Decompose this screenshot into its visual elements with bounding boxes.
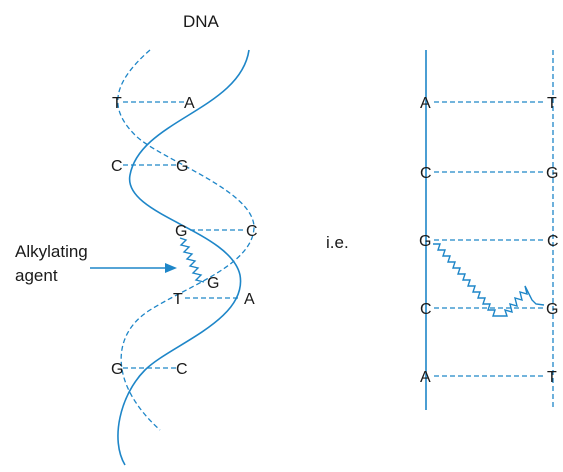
ladder-base-right: C — [547, 233, 559, 250]
agent-label-line1: Alkylating — [15, 242, 88, 261]
helix-alkylated-base: G — [207, 275, 219, 292]
ie-label: i.e. — [326, 233, 349, 252]
ladder-base-right: T — [547, 369, 557, 386]
helix-base-left: G — [175, 223, 187, 240]
ladder-crosslink-zigzag — [433, 243, 500, 317]
ladder-base-left: C — [420, 165, 432, 182]
ladder-base-left: A — [420, 369, 431, 386]
ladder-base-left: A — [420, 95, 431, 112]
helix-crosslink-zigzag — [179, 237, 205, 283]
ladder-base-left: G — [419, 233, 431, 250]
helix-base-right: A — [184, 95, 195, 112]
diagram-title: DNA — [183, 12, 220, 31]
helix-base-right: A — [244, 291, 255, 308]
helix-base-left: T — [112, 95, 122, 112]
ladder-crosslink-zigzag-tail — [500, 285, 545, 317]
helix-base-right: G — [176, 158, 188, 175]
ladder-base-right: T — [547, 95, 557, 112]
ladder-base-right: G — [546, 301, 558, 318]
ladder-base-left: C — [420, 301, 432, 318]
helix-solid-strand — [117, 49, 250, 466]
helix-base-right: C — [176, 361, 188, 378]
helix-base-left: T — [173, 291, 183, 308]
helix-base-left: G — [111, 361, 123, 378]
helix-dashed-strand — [117, 49, 255, 431]
helix-base-left: C — [111, 158, 123, 175]
ladder-base-right: G — [546, 165, 558, 182]
agent-arrow-head — [165, 263, 177, 273]
agent-label-line2: agent — [15, 266, 58, 285]
helix-base-right: C — [246, 223, 258, 240]
